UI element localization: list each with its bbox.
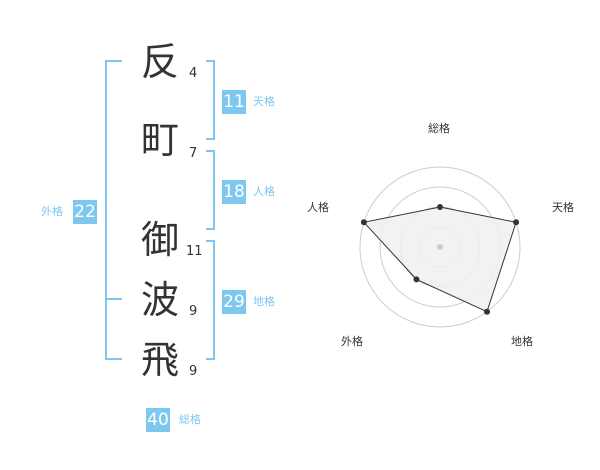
soukaku-value-badge: 40 <box>146 408 170 432</box>
chikaku-label: 地格 <box>253 295 275 308</box>
radar-point-1 <box>513 219 520 226</box>
radar-value-polygon <box>362 206 517 313</box>
tenkaku-bracket-top <box>206 60 215 62</box>
gaikaku-bracket-top <box>105 60 122 62</box>
stroke-count-3: 11 <box>186 244 203 259</box>
radar-point-4 <box>360 219 367 226</box>
jinkaku-value-badge: 18 <box>222 180 246 204</box>
name-char-1: 反 <box>140 40 179 84</box>
radar-axis-label-soukaku: 総格 <box>428 122 450 135</box>
radar-axis-label-tenkaku: 天格 <box>552 201 574 214</box>
tenkaku-value-badge: 11 <box>222 90 246 114</box>
chikaku-bracket-vertical <box>213 240 215 360</box>
chikaku-value-badge: 29 <box>222 290 246 314</box>
soukaku-label: 総格 <box>179 413 201 426</box>
stroke-count-5: 9 <box>189 364 198 379</box>
gaikaku-label: 外格 <box>41 205 63 218</box>
stroke-count-1: 4 <box>189 66 198 81</box>
gaikaku-bracket-vertical <box>105 60 107 360</box>
radar-axis-label-gaikaku: 外格 <box>341 335 363 348</box>
tenkaku-bracket-bottom <box>206 138 215 140</box>
chikaku-bracket-top <box>206 240 215 242</box>
radar-grid-ring <box>359 166 521 328</box>
jinkaku-label: 人格 <box>253 185 275 198</box>
name-char-4: 波 <box>140 278 179 322</box>
radar-axis-label-jinkaku: 人格 <box>307 201 329 214</box>
radar-point-3 <box>413 276 420 283</box>
jinkaku-bracket-top <box>206 150 215 152</box>
radar-point-2 <box>484 308 491 315</box>
chikaku-bracket-bottom <box>206 358 215 360</box>
stroke-count-2: 7 <box>189 146 198 161</box>
radar-axis-label-chikaku: 地格 <box>511 335 533 348</box>
jinkaku-bracket-vertical <box>213 150 215 230</box>
gaikaku-bracket-mid <box>105 298 122 300</box>
stroke-count-4: 9 <box>189 304 198 319</box>
name-char-2: 町 <box>140 118 179 162</box>
radar-point-0 <box>437 204 443 210</box>
tenkaku-bracket-vertical <box>213 60 215 140</box>
tenkaku-label: 天格 <box>253 95 275 108</box>
radar-center-dot <box>437 244 443 250</box>
name-char-5: 飛 <box>140 338 179 382</box>
gaikaku-value-badge: 22 <box>73 200 97 224</box>
gaikaku-bracket-bottom <box>105 358 122 360</box>
jinkaku-bracket-bottom <box>206 228 215 230</box>
name-char-3: 御 <box>140 218 179 262</box>
